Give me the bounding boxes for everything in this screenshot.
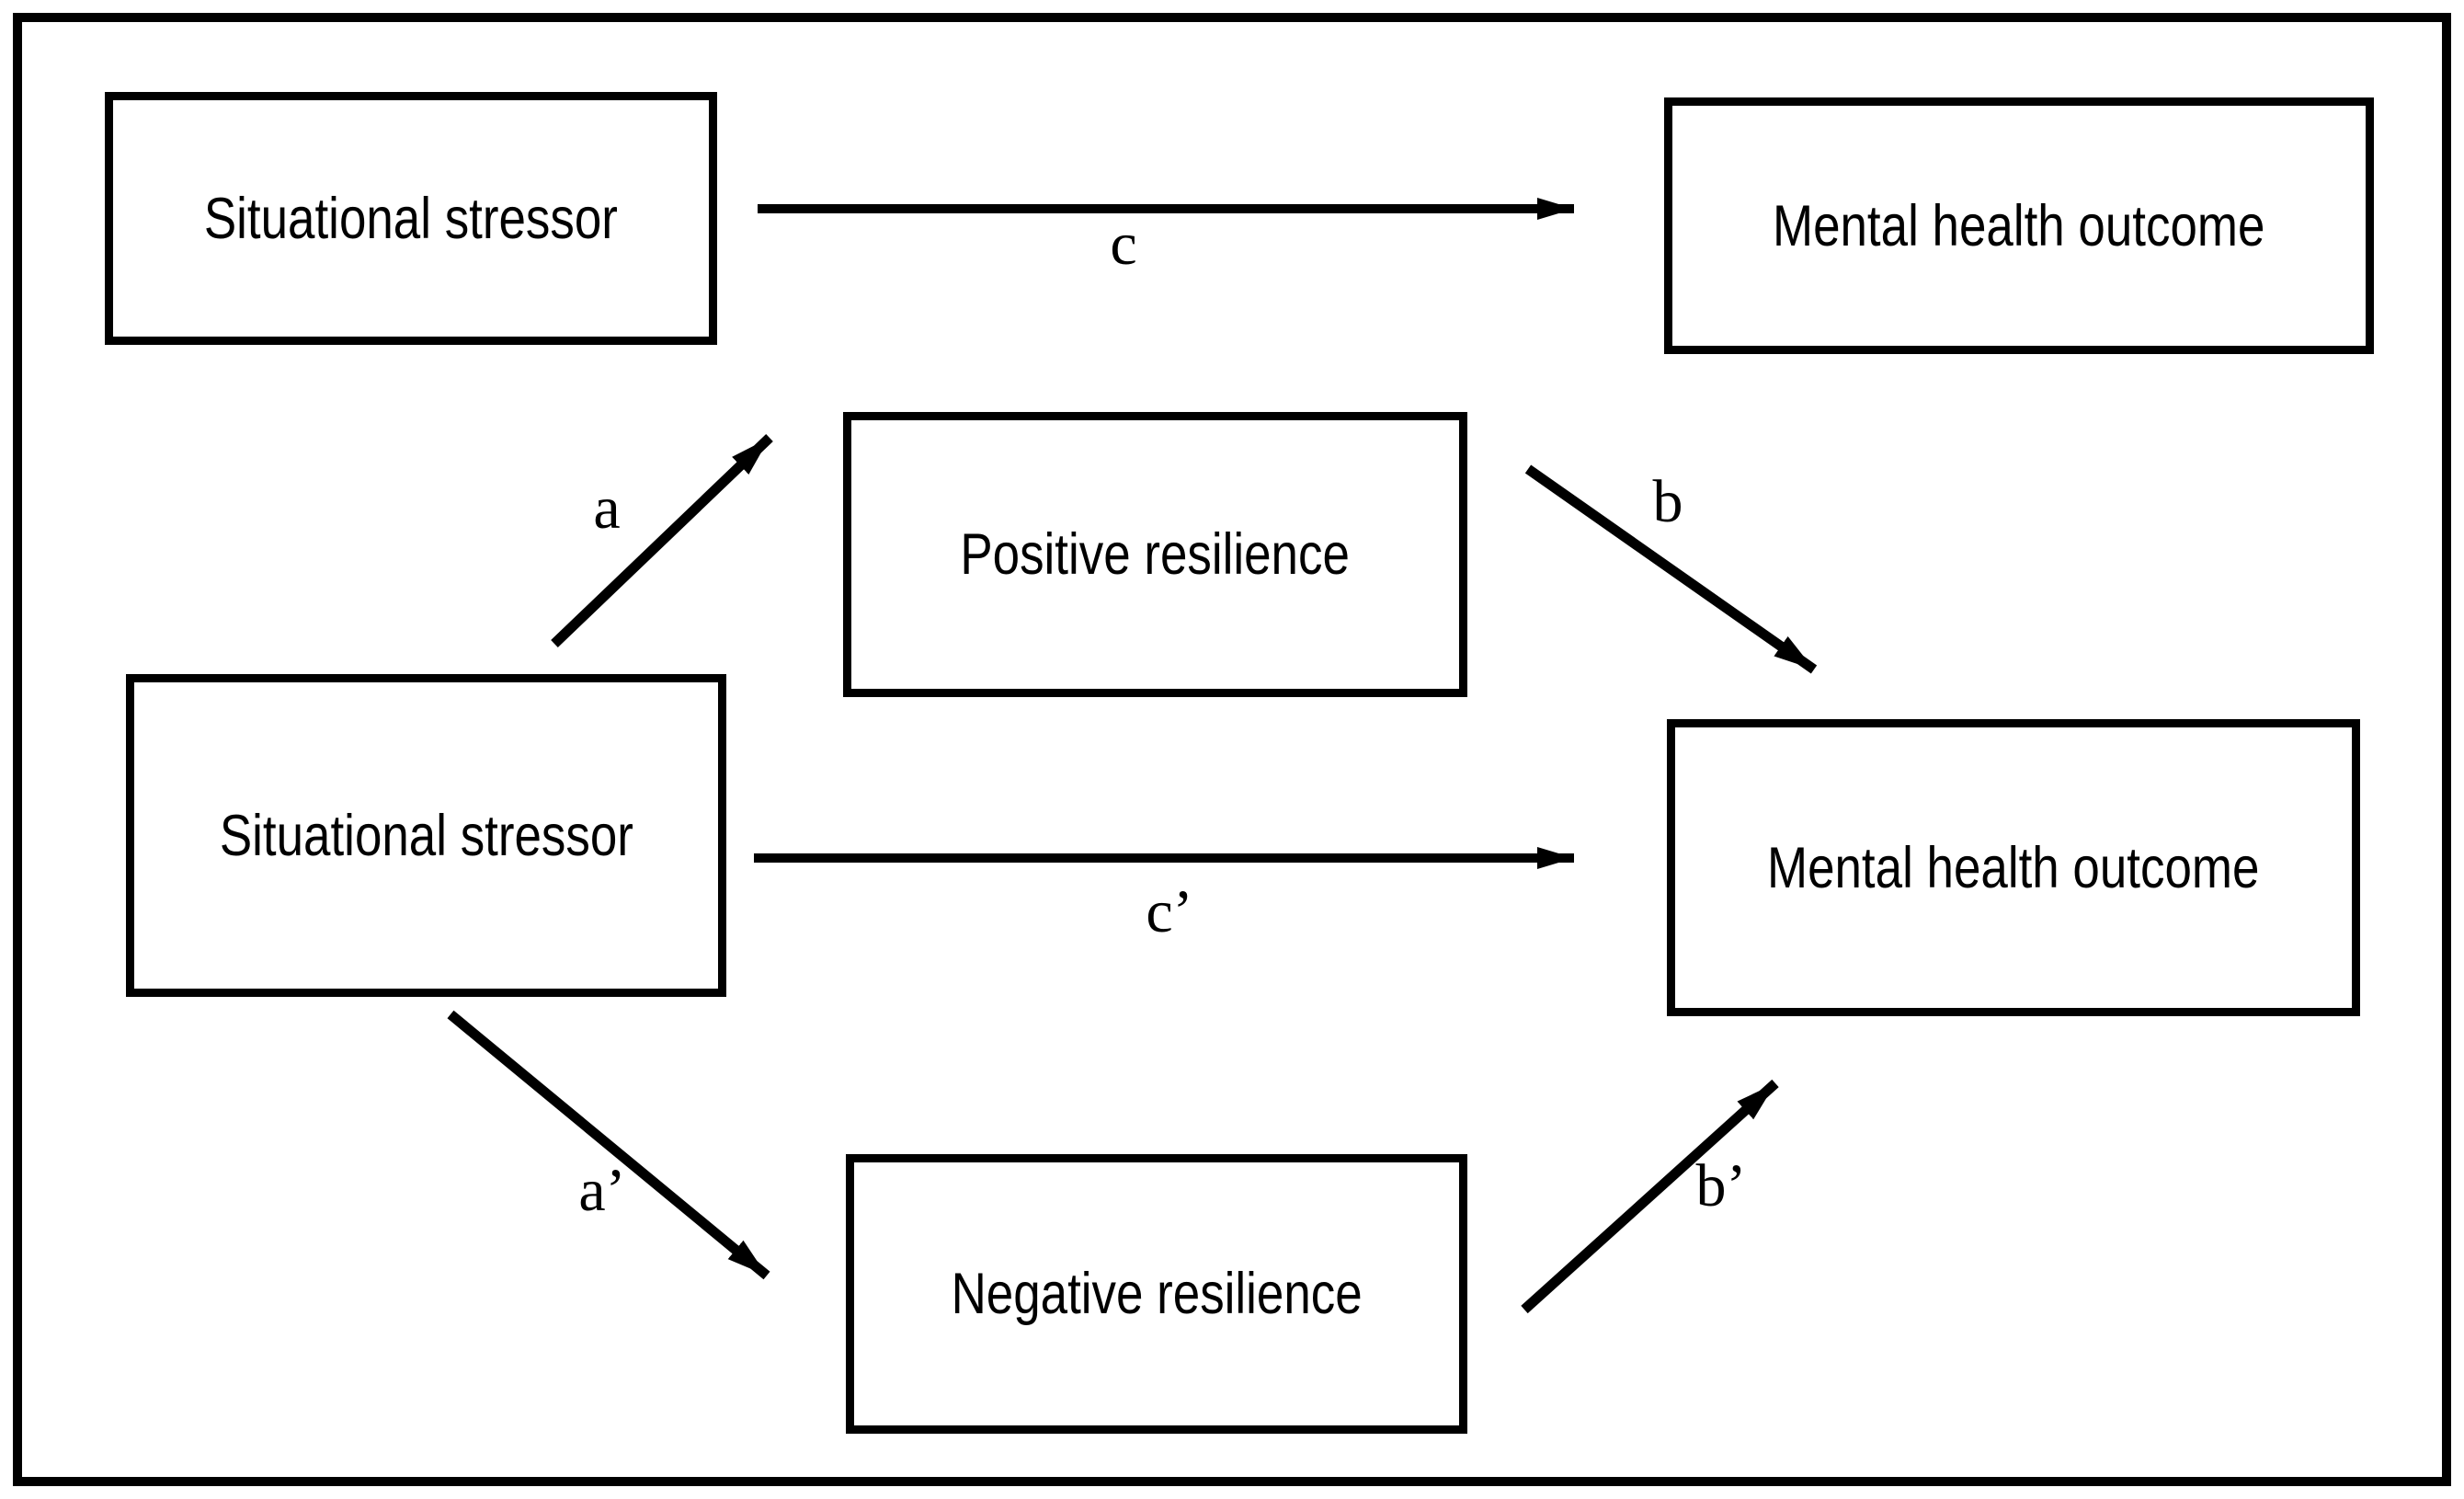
arrow-path-a — [551, 434, 773, 647]
box-label: Positive resilience — [960, 522, 1351, 587]
diagram-border — [13, 13, 2451, 1486]
box-positive-resilience: Positive resilience — [843, 412, 1467, 697]
box-situational-stressor-top: Situational stressor — [105, 92, 717, 345]
path-label-a-prime: a’ — [578, 1157, 626, 1224]
box-label: Mental health outcome — [1767, 835, 2260, 900]
arrow-path-b-prime — [1521, 1079, 1779, 1314]
box-mental-health-outcome-top: Mental health outcome — [1664, 97, 2374, 354]
path-label-b-prime: b’ — [1695, 1152, 1747, 1219]
path-label-c: c — [1110, 211, 1137, 278]
path-label-b: b — [1652, 468, 1683, 535]
box-mental-health-outcome-mid: Mental health outcome — [1667, 719, 2360, 1016]
path-label-a: a — [593, 475, 621, 542]
box-situational-stressor-mid: Situational stressor — [126, 674, 726, 997]
box-label: Negative resilience — [951, 1262, 1363, 1326]
box-label: Mental health outcome — [1773, 193, 2265, 258]
box-label: Situational stressor — [203, 186, 619, 251]
box-label: Situational stressor — [219, 803, 633, 868]
box-negative-resilience: Negative resilience — [846, 1154, 1467, 1434]
arrow-path-b — [1524, 464, 1818, 674]
arrow-path-a-prime — [447, 1010, 770, 1280]
path-label-c-prime: c’ — [1146, 878, 1193, 945]
